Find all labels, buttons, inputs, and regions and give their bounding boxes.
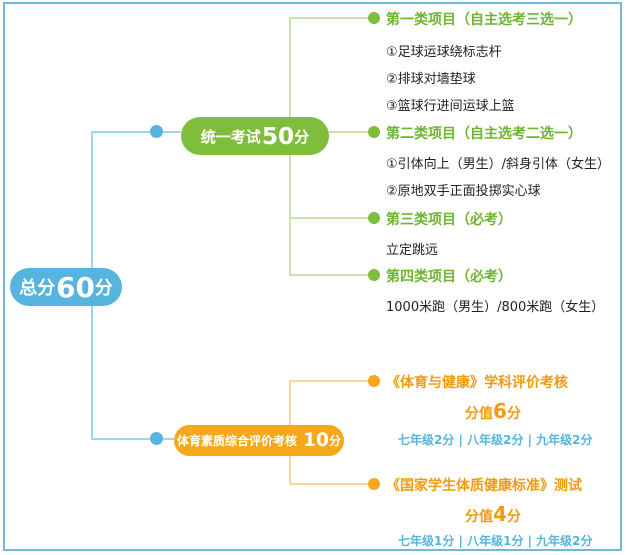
group-a1-title: 第一类项目（自主选考三选一）: [386, 12, 582, 28]
group-a1-dot: [368, 12, 380, 24]
group-b1-dot: [368, 375, 380, 387]
group-b2-value: 分值4分: [433, 502, 553, 526]
group-a2-item: ①引体向上（男生）/斜身引体（女生）: [386, 157, 611, 172]
branch-a-unit: 分: [294, 127, 310, 146]
group-b1-grades: 七年级2分 | 八年级2分 | 九年级2分: [398, 433, 593, 447]
group-a2-dot: [368, 126, 380, 138]
branch-a-text: 统一考试: [200, 127, 261, 146]
branch-b-number: 10: [303, 430, 329, 451]
group-a3-item: 立定跳远: [386, 243, 439, 258]
group-a2-title: 第二类项目（自主选考二选一）: [386, 126, 582, 142]
root-unit: 分: [94, 278, 113, 299]
group-a1-item: ③篮球行进间运球上篮: [386, 99, 515, 114]
group-a4-dot: [368, 269, 380, 281]
group-b1-value-prefix: 分值: [465, 406, 494, 422]
group-b1-value: 分值6分: [433, 399, 553, 423]
branch-b-unit: 分: [328, 434, 341, 448]
group-b2-title: 《国家学生体质健康标准》测试: [386, 478, 582, 494]
branch-b-text: 体育素质综合评价考核: [177, 434, 298, 448]
group-b2-value-unit: 分: [506, 509, 521, 525]
branch-b-dot: [150, 432, 163, 445]
group-a4-item: 1000米跑（男生）/800米跑（女生）: [386, 300, 605, 315]
unified-exam-pill: 统一考试 50 分: [181, 117, 329, 155]
branch-a-dot: [150, 125, 163, 138]
group-a3-title: 第三类项目（必考）: [386, 212, 512, 228]
root-number: 60: [56, 270, 95, 304]
group-b2-dot: [368, 478, 380, 490]
group-b2-grades: 七年级1分 | 八年级1分 | 九年级2分: [398, 534, 593, 548]
group-a2-item: ②原地双手正面投掷实心球: [386, 184, 541, 199]
root-total-score-pill: 总分 60 分: [10, 268, 122, 306]
group-b2-value-number: 4: [493, 502, 507, 526]
group-b1-value-number: 6: [493, 399, 507, 423]
group-a4-title: 第四类项目（必考）: [386, 269, 512, 285]
branch-a-number: 50: [261, 122, 295, 150]
group-a3-dot: [368, 212, 380, 224]
group-b1-title: 《体育与健康》学科评价考核: [386, 375, 568, 391]
group-b2-value-prefix: 分值: [465, 509, 494, 525]
group-b1-value-unit: 分: [506, 406, 521, 422]
group-a1-item: ②排球对墙垫球: [386, 72, 476, 87]
group-a1-item: ①足球运球绕标志杆: [386, 45, 502, 60]
diagram-frame: [3, 2, 622, 551]
quality-evaluation-pill: 体育素质综合评价考核 10 分: [174, 425, 344, 456]
root-text: 总分: [19, 278, 56, 299]
